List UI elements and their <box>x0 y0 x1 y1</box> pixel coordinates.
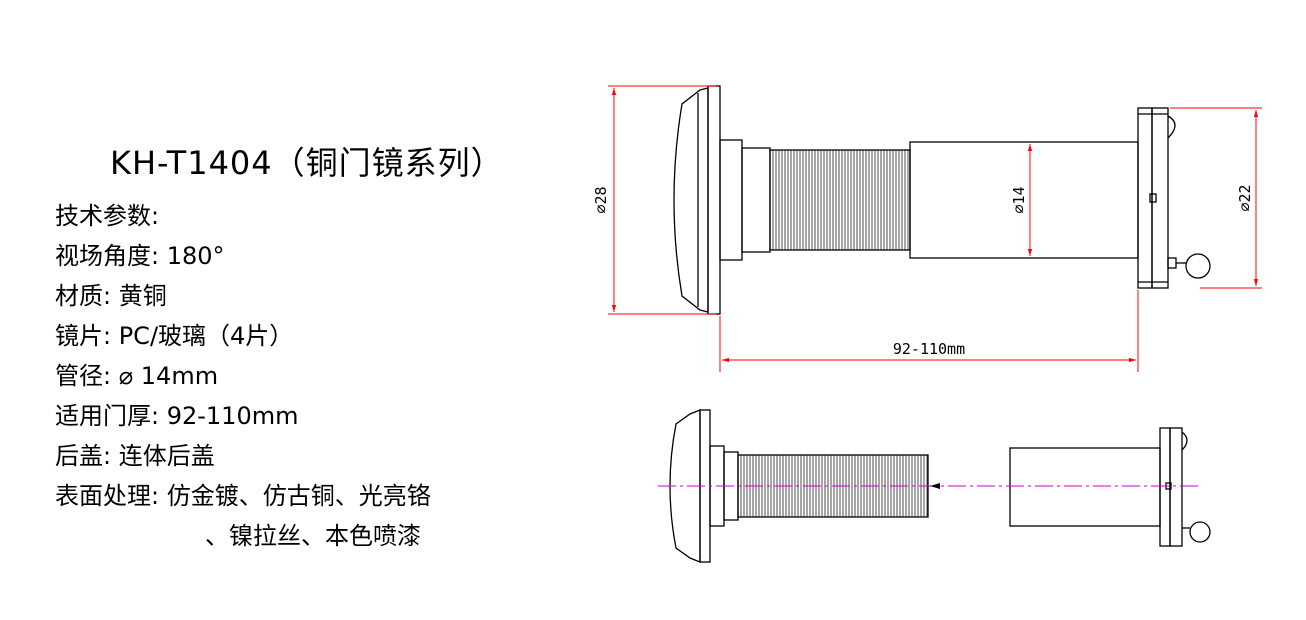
spec-panel: KH-T1404（铜门镜系列） 技术参数: 视场角度: 180° 材质: 黄铜 … <box>0 0 600 620</box>
cover-knob <box>1185 253 1211 279</box>
spec-surface-finish-cont: 、镍拉丝、本色喷漆 <box>205 522 421 550</box>
spec-surface-finish: 表面处理: 仿金镀、仿古铜、光亮铬 <box>55 482 431 510</box>
front-collar <box>741 147 771 253</box>
assembly-arrow <box>930 483 940 489</box>
spec-lens: 镜片: PC/玻璃（4片） <box>55 322 294 350</box>
spec-heading: 技术参数: <box>55 202 160 230</box>
smooth-tube-small <box>1009 447 1161 527</box>
spec-back-cover: 后盖: 连体后盖 <box>55 442 215 470</box>
cap-knob-top <box>1167 115 1176 139</box>
thread-lines <box>772 150 909 250</box>
front-neck <box>719 139 743 261</box>
front-lens-dome-small <box>669 409 701 563</box>
dim-outer-diameter: ⌀28 <box>592 186 610 213</box>
front-lens-dome <box>673 87 709 313</box>
back-cap-body <box>1151 107 1169 289</box>
cap-slot <box>1149 193 1157 203</box>
front-flange <box>707 85 721 315</box>
spec-view-angle: 视场角度: 180° <box>55 242 225 270</box>
back-cap-small <box>1159 427 1171 547</box>
spec-tube-diameter: 管径: ⌀ 14mm <box>55 362 219 390</box>
dim-door-thickness: 92-110mm <box>893 340 965 358</box>
spec-material: 材质: 黄铜 <box>55 282 167 310</box>
assembled-view <box>673 85 1211 315</box>
dimensions-top <box>608 85 1262 372</box>
product-title: KH-T1404（铜门镜系列） <box>110 144 504 182</box>
dim-tube-diameter: ⌀14 <box>1010 186 1028 213</box>
cover-knob-small <box>1189 521 1211 543</box>
dim-cap-diameter: ⌀22 <box>1236 184 1254 211</box>
spec-door-thickness: 适用门厚: 92-110mm <box>55 402 299 430</box>
